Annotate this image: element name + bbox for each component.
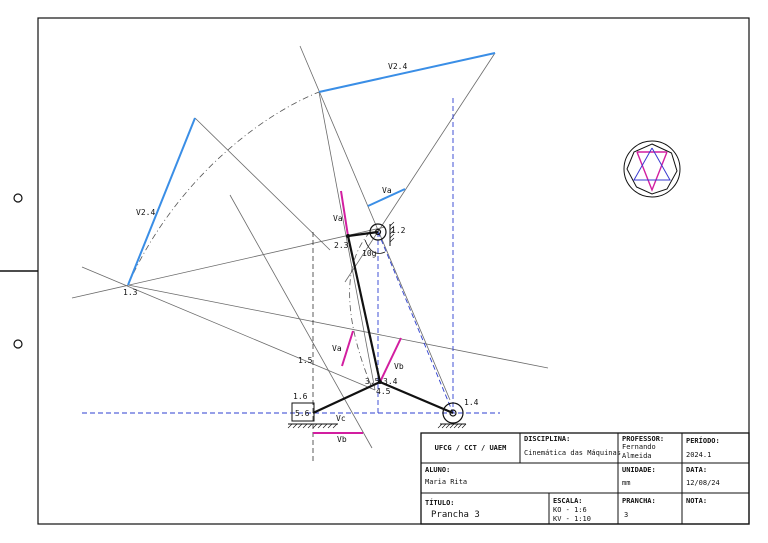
period-value: 2024.1 xyxy=(686,451,712,459)
discipline-value: Cinemática das Máquinas xyxy=(524,449,621,457)
period-label: PERÍODO: xyxy=(686,437,720,445)
label-v24-left: V2.4 xyxy=(136,208,155,217)
label-j45: 4.5 xyxy=(376,387,391,396)
label-j13: 1.3 xyxy=(123,288,138,297)
scale-ko: KO - 1:6 xyxy=(553,506,587,514)
axis-lines xyxy=(82,98,500,414)
scale-kv: KV - 1:10 xyxy=(553,515,591,523)
mechanism-links xyxy=(312,230,454,415)
angle-arc xyxy=(364,239,386,254)
pivot-1-4 xyxy=(437,402,467,429)
sheet-value: 3 xyxy=(624,511,629,519)
label-j14: 1.4 xyxy=(464,398,479,407)
label-j15: 1.5 xyxy=(298,356,313,365)
student-value: Maria Rita xyxy=(425,478,468,486)
label-va-mid: Va xyxy=(332,344,342,353)
construction-lines xyxy=(71,45,549,449)
professor-value-1: Fernando xyxy=(622,443,656,451)
notes-label: NOTA: xyxy=(686,497,708,505)
label-va-left: Va xyxy=(333,214,343,223)
student-label: ALUNO: xyxy=(425,466,451,474)
discipline-label: DISCIPLINA: xyxy=(524,435,571,443)
slider-block xyxy=(287,402,338,429)
label-j35: 3.5 xyxy=(365,377,380,386)
construction-arc-2 xyxy=(349,231,373,389)
label-vc: Vc xyxy=(336,414,346,423)
label-angle: 10g xyxy=(362,249,377,258)
date-value: 12/08/24 xyxy=(686,479,720,487)
professor-label: PROFESSOR: xyxy=(622,435,665,443)
label-va-top: Va xyxy=(382,186,392,195)
label-j56: 5.6 xyxy=(295,409,310,418)
joint-3-4 xyxy=(378,380,382,384)
professor-value-2: Almeida xyxy=(622,452,652,460)
title-value: Prancha 3 xyxy=(431,510,480,520)
pivot-1-2 xyxy=(369,221,395,246)
institution-text: UFCG / CCT / UAEM xyxy=(434,444,507,452)
label-vb-bottom: Vb xyxy=(337,435,347,444)
scale-label: ESCALA: xyxy=(553,497,583,505)
construction-arc xyxy=(127,91,320,286)
title-block-grid xyxy=(420,432,750,525)
velocity-vectors-magenta xyxy=(313,190,402,434)
unit-label: UNIDADE: xyxy=(622,466,656,474)
date-label: DATA: xyxy=(686,466,708,474)
projection-symbol xyxy=(623,140,681,198)
label-j23: 2.3 xyxy=(334,241,349,250)
label-v24-top: V2.4 xyxy=(388,62,407,71)
label-vb-right: Vb xyxy=(394,362,404,371)
joint-2-3 xyxy=(346,234,350,238)
label-j34: 3.4 xyxy=(383,377,398,386)
velocity-vectors-blue xyxy=(127,52,496,286)
label-j16: 1.6 xyxy=(293,392,308,401)
unit-value: mm xyxy=(622,479,631,487)
punch-hole-bottom xyxy=(13,339,23,349)
label-j12: 1.2 xyxy=(391,226,406,235)
title-label: TÍTULO: xyxy=(425,499,455,507)
sheet-label: PRANCHA: xyxy=(622,497,656,505)
punch-hole-top xyxy=(13,193,23,203)
